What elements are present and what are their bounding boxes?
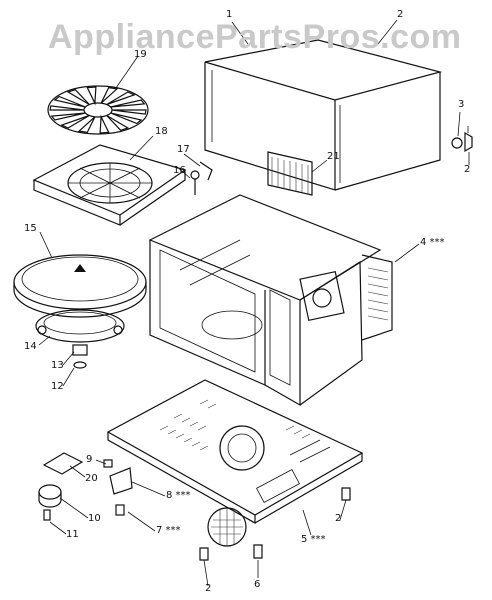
callout-9: 9 (86, 454, 93, 465)
stirrer-fan-blade-part (47, 85, 149, 135)
callout-11: 11 (66, 529, 79, 540)
callout-2b: 2 (464, 164, 471, 175)
fan-blade (53, 95, 86, 108)
callout-12: 12 (51, 381, 64, 392)
left-small-parts (38, 452, 133, 521)
fan-blade (111, 109, 147, 115)
base-small-parts (199, 487, 351, 561)
turntable-tray-part (13, 254, 147, 318)
callout-17: 17 (177, 144, 190, 155)
callout-2a: 2 (397, 9, 404, 20)
callout-7: 7 *** (156, 525, 181, 536)
callout-8: 8 *** (166, 490, 191, 501)
callout-leader-lines (38, 19, 470, 587)
fan-blade (110, 99, 146, 108)
roller-ring-part (35, 309, 125, 343)
callout-13: 13 (51, 360, 64, 371)
callout-2c: 2 (335, 513, 342, 524)
watermark-text: AppliancePartsPros.com (48, 18, 462, 56)
coupler-and-washer-parts (72, 344, 88, 369)
fan-blade (49, 105, 85, 111)
label-plate-part (267, 151, 313, 196)
callout-16: 16 (173, 165, 186, 176)
outer-cabinet-part (204, 39, 443, 191)
fan-blade (100, 86, 119, 104)
small-fastener-parts (190, 161, 213, 195)
fan-blade (60, 114, 90, 129)
callout-14: 14 (24, 341, 37, 352)
callout-6: 6 (254, 579, 261, 590)
callout-18: 18 (155, 126, 168, 137)
fan-blade (106, 91, 136, 106)
callout-4: 4 *** (420, 237, 445, 248)
callout-1: 1 (226, 9, 233, 20)
fan-blade (86, 86, 97, 106)
callout-20: 20 (85, 473, 98, 484)
stirrer-cover-part (32, 144, 187, 226)
callout-3: 3 (458, 99, 465, 110)
fan-blade (66, 89, 90, 106)
callout-21: 21 (327, 151, 340, 162)
fan-blade (99, 114, 110, 134)
callout-10: 10 (88, 513, 101, 524)
callout-2d: 2 (205, 583, 212, 594)
fan-blade (50, 112, 86, 121)
callout-19: 19 (134, 49, 147, 60)
fan-blade (77, 116, 96, 134)
base-plate-part (106, 379, 364, 525)
screw-parts-right (451, 126, 473, 153)
fan-blade (110, 112, 143, 125)
fan-blade (106, 114, 130, 131)
oven-cavity-assembly-part (148, 194, 393, 407)
callout-5: 5 *** (301, 534, 326, 545)
callout-15: 15 (24, 223, 37, 234)
